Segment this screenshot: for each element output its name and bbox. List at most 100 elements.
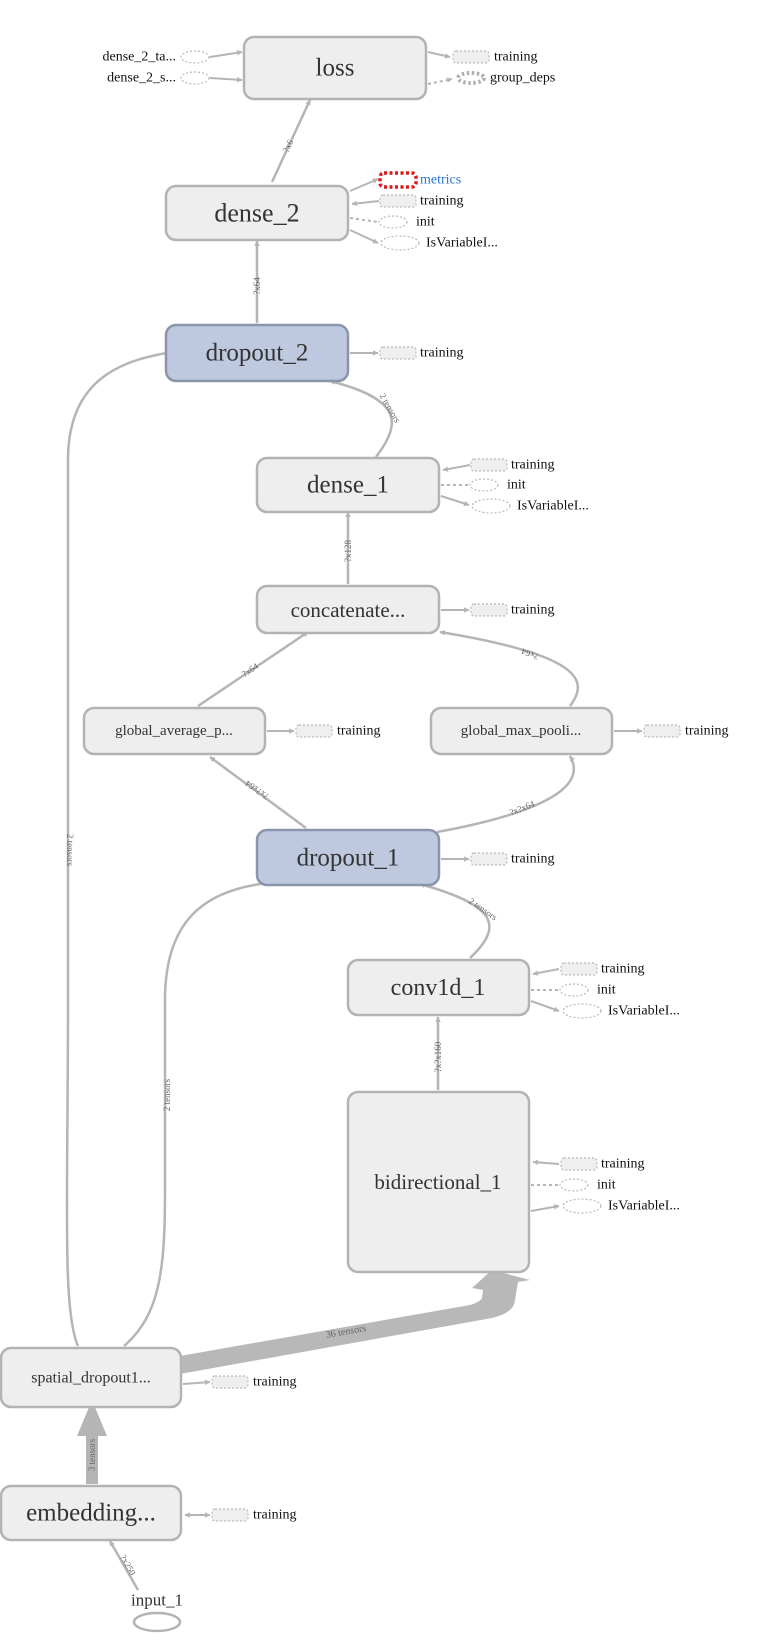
edge-spatial-training [182,1379,211,1386]
conv1d-1-isvariable-label: IsVariableI... [608,1004,680,1019]
node-dropout-1-label: dropout_1 [297,845,400,872]
edge-gap-concat [197,630,309,708]
bidirectional-1-init-node[interactable] [559,1178,589,1192]
conv1d-1-aux: training init IsVariableI... [530,962,680,1019]
dense-2-targets-node[interactable] [180,50,210,64]
global-max-training-node[interactable] [643,724,681,738]
dense-2-aux: metrics training init IsVariableI... [349,171,498,251]
node-input-1[interactable]: input_1 [131,1591,183,1633]
node-dropout-2-label: dropout_2 [206,340,309,367]
embedding-training-node[interactable] [211,1508,249,1522]
edge-bidir-isvar [530,1204,560,1212]
edge-label-embed-spatial: 3 tensors [87,1438,97,1471]
node-dropout-1[interactable]: dropout_1 [255,828,441,887]
edge-label-dropout1-gap: ?x?x64 [243,778,270,801]
edge-dense1-isvar [440,495,470,507]
loss-training-node[interactable] [452,50,490,64]
edge-dropout1-gap [209,755,307,830]
concatenate-training-node[interactable] [470,603,508,617]
dropout-1-training-label: training [511,852,555,867]
node-conv1d-1[interactable]: conv1d_1 [346,958,531,1017]
edge-spatial-bidir [180,1270,530,1374]
edge-spatial-dropout2 [65,350,174,1347]
edge-label-concat-dense1: ?x128 [343,540,353,562]
dense-2-targets-label: dense_2_ta... [103,50,176,65]
edge-sample-loss [209,76,243,83]
edge-label-dense1-dropout2: 2 tensors [378,392,403,425]
dense-2-sample-weights-node[interactable] [180,71,210,85]
metrics-node[interactable] [378,171,418,189]
edge-gmp-concat [439,630,579,707]
dense-2-isvariable-node[interactable] [380,235,420,251]
node-global-max-pooling[interactable]: global_max_pooli... [429,706,614,756]
node-bidirectional-1[interactable]: bidirectional_1 [346,1090,531,1274]
dense-2-init-label: init [416,215,435,230]
conv1d-1-isvariable-node[interactable] [562,1003,602,1019]
metrics-label[interactable]: metrics [420,173,461,188]
node-dropout-2[interactable]: dropout_2 [164,323,350,383]
node-dense-1[interactable]: dense_1 [255,456,441,514]
conv1d-1-init-node[interactable] [559,983,589,997]
node-spatial-dropout-label: spatial_dropout1... [31,1370,151,1387]
node-embedding[interactable]: embedding... [0,1484,183,1542]
dense-2-init-node[interactable] [378,215,408,229]
edge-dense2-loss [270,99,312,183]
dense-1-init-node[interactable] [469,478,499,492]
dropout-1-aux: training [441,852,555,867]
group-deps-node[interactable] [456,71,486,85]
global-average-training-node[interactable] [295,724,333,738]
edge-label-input-embed: ?x250 [118,1553,138,1577]
node-global-average-pooling[interactable]: global_average_p... [82,706,267,756]
node-concatenate[interactable]: concatenate... [255,584,441,635]
dense-1-aux: training init IsVariableI... [440,458,589,514]
edge-training-dense1 [442,464,471,472]
node-concatenate-label: concatenate... [291,598,406,622]
dense-1-training-label: training [511,458,555,473]
loss-training-label: training [494,50,538,65]
edge-dense2-isvar [349,229,379,244]
edge-label-dropout2-dense2: ?x64 [252,277,262,295]
edge-training-dense2 [351,200,380,207]
dense-2-training-node[interactable] [379,194,417,208]
node-dense-1-label: dense_1 [307,472,389,499]
edge-label-conv-dropout1: 2 tensors [467,896,500,923]
dense-1-isvariable-node[interactable] [471,498,511,514]
node-global-average-pooling-label: global_average_p... [115,723,233,739]
edge-label-spatial-dropout2: 2 tensors [65,834,75,867]
global-average-aux: training [267,724,381,739]
conv1d-1-training-node[interactable] [560,962,598,976]
node-global-max-pooling-label: global_max_pooli... [461,723,581,739]
dense-1-init-label: init [507,478,526,493]
node-embedding-label: embedding... [26,1500,156,1527]
edge-label-dropout1-gmp: ?x?x64 [508,798,536,817]
bidirectional-1-aux: training init IsVariableI... [530,1157,680,1214]
node-spatial-dropout[interactable]: spatial_dropout1... [0,1346,183,1409]
conv1d-1-init-label: init [597,983,616,998]
dropout-2-training-label: training [420,346,464,361]
bidirectional-1-training-label: training [601,1157,645,1172]
dropout-2-training-node[interactable] [379,346,417,360]
group-deps-label: group_deps [490,71,555,86]
dropout-1-training-node[interactable] [470,852,508,866]
node-dense-2[interactable]: dense_2 [164,184,350,242]
edge-label-spatial-dropout1: 2 tensors [162,1078,172,1111]
spatial-dropout-training-label: training [253,1375,297,1390]
dense-2-training-label: training [420,194,464,209]
edge-spatial-dropout1 [123,880,269,1347]
node-loss[interactable]: loss [242,35,428,101]
bidirectional-1-isvariable-node[interactable] [562,1198,602,1214]
loss-aux-inputs: dense_2_ta... dense_2_s... [103,50,243,86]
node-input-1-label: input_1 [131,1591,183,1610]
edge-init-dense2 [349,217,379,223]
dense-1-training-node[interactable] [470,458,508,472]
global-average-training-label: training [337,724,381,739]
edge-loss-training [427,51,451,59]
bidirectional-1-isvariable-label: IsVariableI... [608,1199,680,1214]
node-dense-2-label: dense_2 [214,199,299,228]
edge-conv-isvar [530,1000,560,1012]
edge-loss-group-deps [427,77,453,85]
spatial-dropout-training-node[interactable] [211,1375,249,1389]
bidirectional-1-init-label: init [597,1178,616,1193]
bidirectional-1-training-node[interactable] [560,1157,598,1171]
